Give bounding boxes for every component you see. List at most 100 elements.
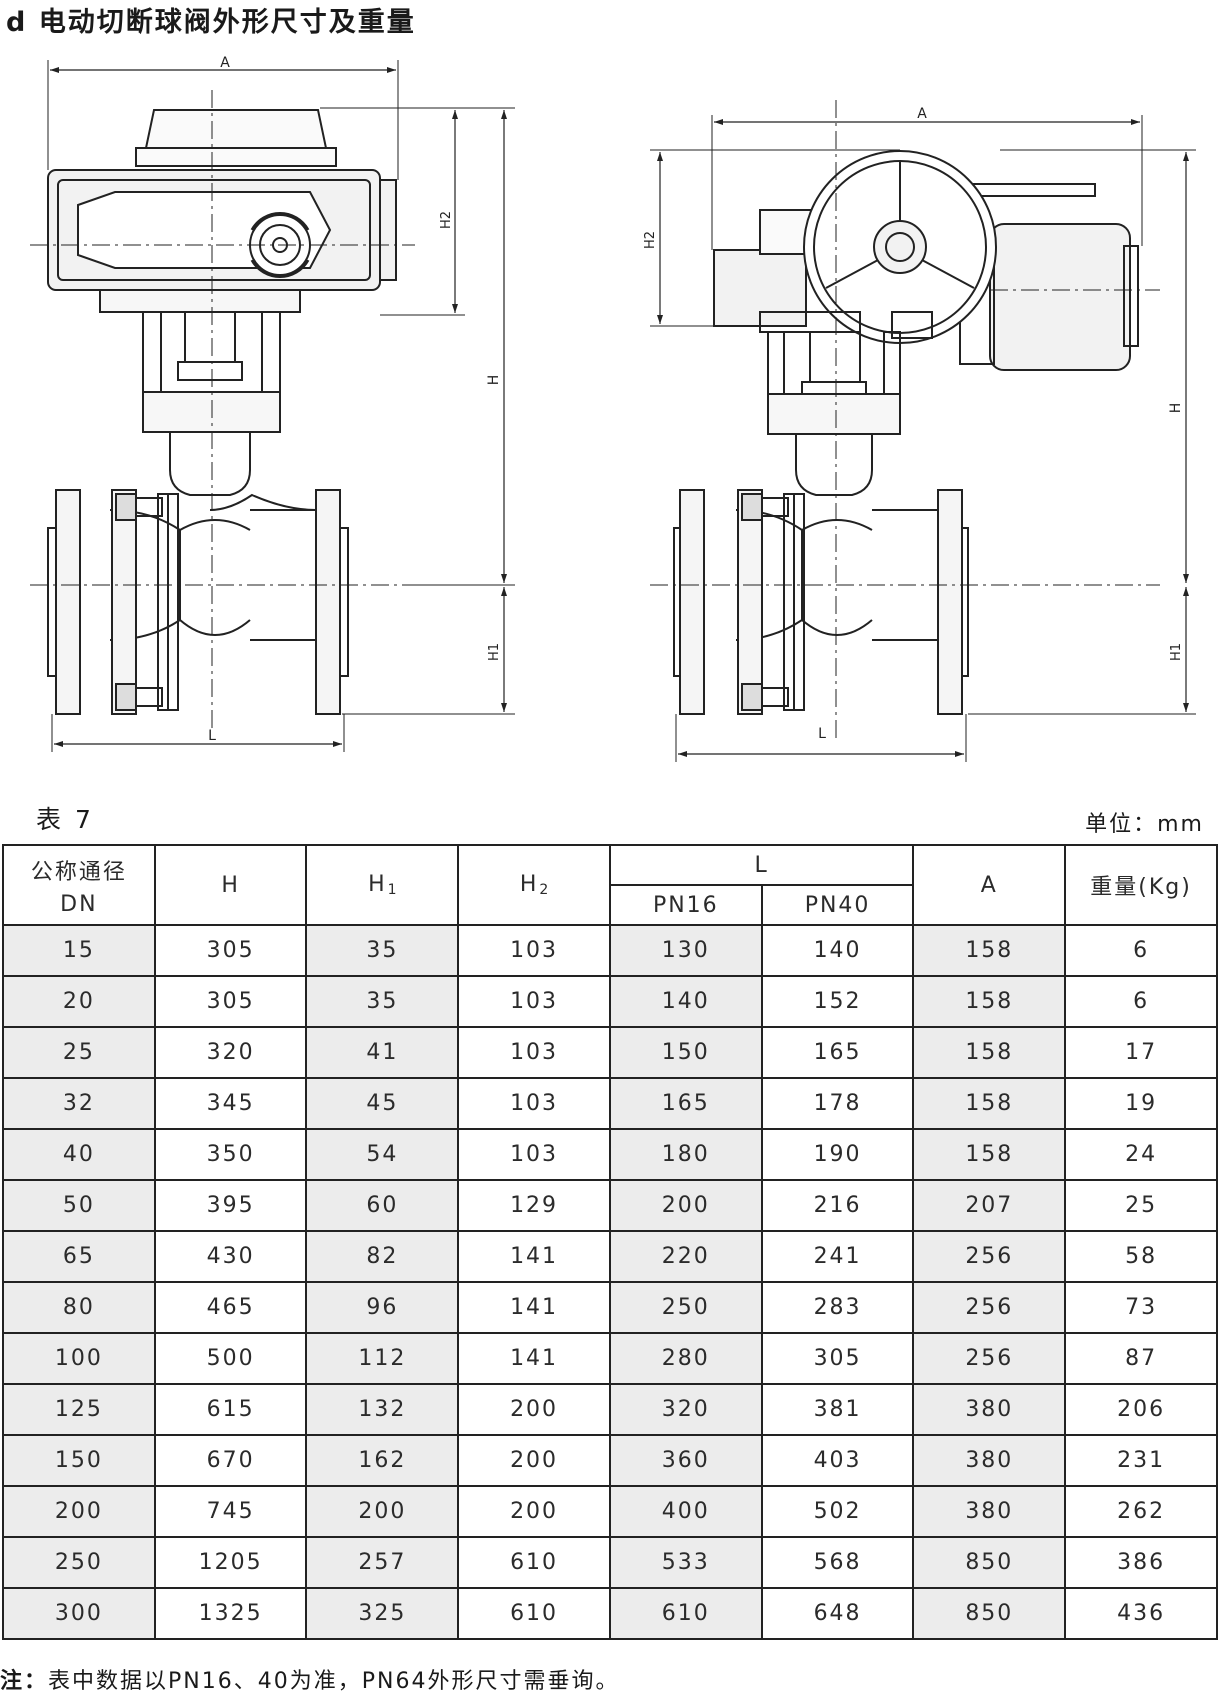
table-cell: 610	[608, 1587, 763, 1640]
table-cell: 6	[1064, 924, 1218, 977]
table-cell: 15	[2, 924, 156, 977]
table-cell: 25	[2, 1026, 156, 1079]
table-cell: 216	[760, 1179, 915, 1232]
table-cell: 850	[912, 1536, 1067, 1589]
header-h: H	[153, 844, 308, 926]
table-cell: 103	[457, 1128, 611, 1181]
table-cell: 262	[1064, 1485, 1218, 1538]
table-cell: 250	[2, 1536, 156, 1589]
table-cell: 180	[608, 1128, 763, 1181]
table-cell: 345	[153, 1077, 308, 1130]
table-cell: 465	[153, 1281, 308, 1334]
table-cell: 103	[457, 924, 611, 977]
table-cell: 430	[153, 1230, 308, 1283]
table-cell: 436	[1064, 1587, 1218, 1640]
table-cell: 320	[608, 1383, 763, 1436]
table-cell: 25	[1064, 1179, 1218, 1232]
table-cell: 60	[305, 1179, 460, 1232]
table-cell: 158	[912, 924, 1067, 977]
table-cell: 140	[760, 924, 915, 977]
table-cell: 200	[2, 1485, 156, 1538]
right-dim-h1-label: H1	[1169, 643, 1184, 661]
table-cell: 305	[153, 924, 308, 977]
table-cell: 745	[153, 1485, 308, 1538]
footnote-label: 注：	[0, 1669, 49, 1694]
table-cell: 320	[153, 1026, 308, 1079]
table-cell: 256	[912, 1230, 1067, 1283]
header-h2-main: H	[519, 872, 539, 897]
left-dim-h1-label: H1	[487, 643, 502, 661]
table-cell: 140	[608, 975, 763, 1028]
header-a: A	[912, 844, 1067, 926]
table-cell: 283	[760, 1281, 915, 1334]
table-cell: 6	[1064, 975, 1218, 1028]
table-cell: 150	[2, 1434, 156, 1487]
table-cell: 17	[1064, 1026, 1218, 1079]
header-l: L	[608, 844, 915, 886]
footnote: 注：表中数据以PN16、40为准，PN64外形尺寸需垂询。	[0, 1663, 619, 1695]
table-cell: 1325	[153, 1587, 308, 1640]
table-cell: 300	[2, 1587, 156, 1640]
table-cell: 568	[760, 1536, 915, 1589]
header-dn: 公称通径 DN	[2, 844, 156, 926]
header-h1-sub: 1	[387, 882, 397, 898]
table-cell: 158	[912, 1026, 1067, 1079]
valve-drawing: A H2 H H1 L A H2 H H1 L	[30, 55, 1196, 762]
header-dn-line2: DN	[60, 891, 98, 917]
table-cell: 35	[305, 975, 460, 1028]
table-cell: 87	[1064, 1332, 1218, 1385]
right-dim-l-label: L	[818, 726, 826, 742]
table-cell: 162	[305, 1434, 460, 1487]
header-h1: H1	[305, 844, 460, 926]
table-cell: 231	[1064, 1434, 1218, 1487]
table-cell: 35	[305, 924, 460, 977]
table-cell: 50	[2, 1179, 156, 1232]
table-cell: 256	[912, 1281, 1067, 1334]
table-cell: 500	[153, 1332, 308, 1385]
table-cell: 256	[912, 1332, 1067, 1385]
table-cell: 112	[305, 1332, 460, 1385]
table-cell: 610	[457, 1587, 611, 1640]
table-cell: 158	[912, 1128, 1067, 1181]
table-cell: 206	[1064, 1383, 1218, 1436]
table-cell: 141	[457, 1281, 611, 1334]
right-dim-h-label: H	[1168, 403, 1184, 414]
table-cell: 82	[305, 1230, 460, 1283]
table-cell: 648	[760, 1587, 915, 1640]
table-cell: 200	[305, 1485, 460, 1538]
table-cell: 20	[2, 975, 156, 1028]
right-view	[650, 100, 1196, 762]
left-dim-a-label: A	[220, 55, 230, 71]
table-cell: 200	[608, 1179, 763, 1232]
table-cell: 40	[2, 1128, 156, 1181]
table-cell: 325	[305, 1587, 460, 1640]
right-dim-a-label: A	[917, 106, 927, 122]
table-cell: 395	[153, 1179, 308, 1232]
table-cell: 96	[305, 1281, 460, 1334]
unit-label: 单位：mm	[1085, 812, 1204, 837]
header-h2-sub: 2	[539, 882, 549, 898]
table-cell: 380	[912, 1434, 1067, 1487]
right-dim-h2-label: H2	[643, 231, 658, 249]
table-cell: 141	[457, 1230, 611, 1283]
table-cell: 403	[760, 1434, 915, 1487]
table-cell: 280	[608, 1332, 763, 1385]
table-cell: 165	[760, 1026, 915, 1079]
header-pn40: PN40	[760, 884, 915, 926]
left-view	[30, 60, 515, 752]
table-cell: 58	[1064, 1230, 1218, 1283]
table-cell: 670	[153, 1434, 308, 1487]
table-cell: 207	[912, 1179, 1067, 1232]
table-cell: 386	[1064, 1536, 1218, 1589]
